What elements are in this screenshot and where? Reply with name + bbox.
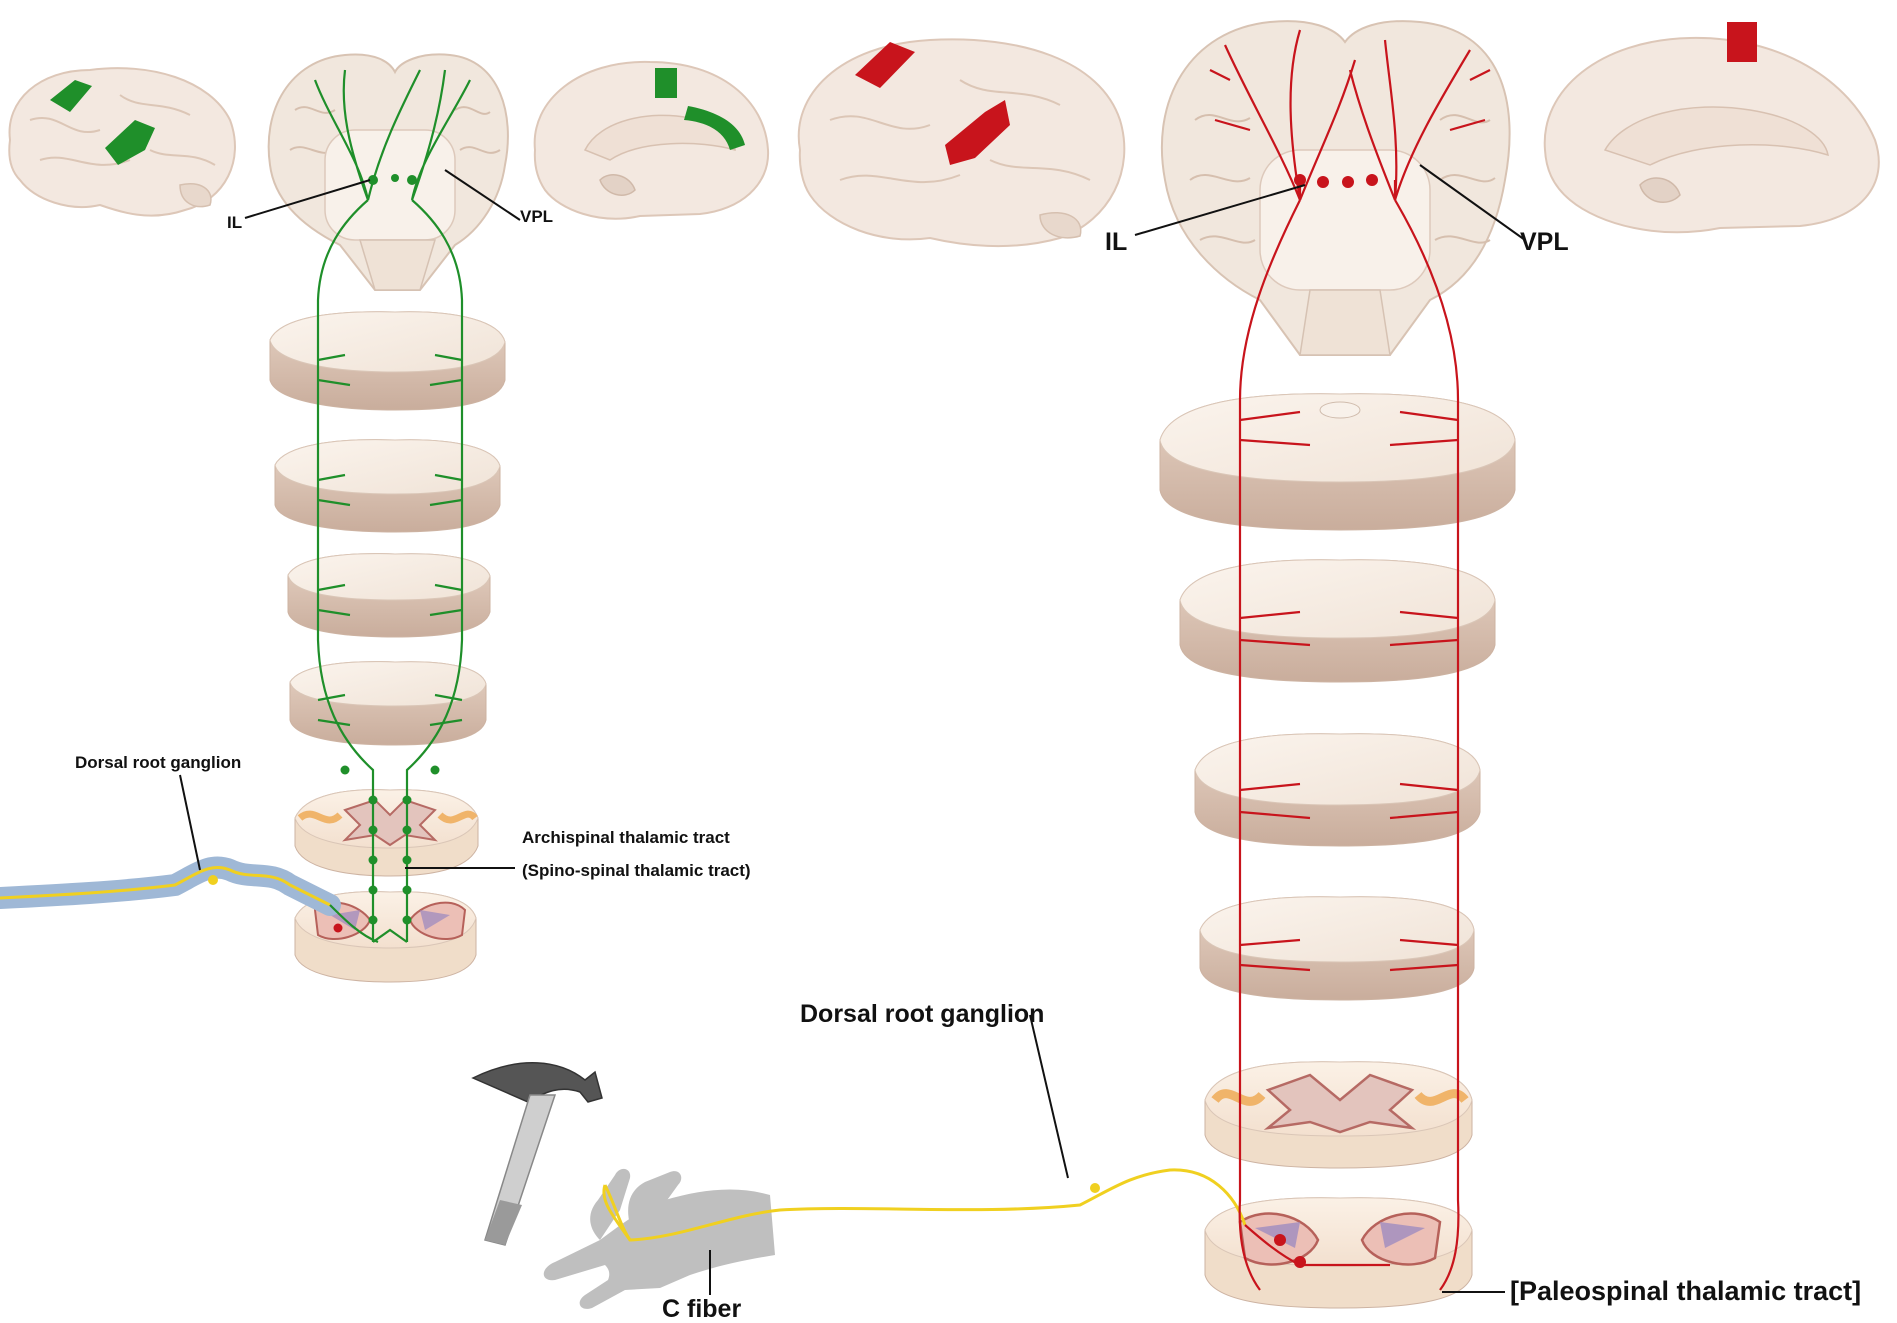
left-label-archispinal-tract: Archispinal thalamic tract <box>522 828 730 847</box>
right-label-vpl: VPL <box>1520 228 1569 256</box>
brain-medial-icon <box>535 62 768 219</box>
brainstem-slab-1 <box>1160 394 1515 530</box>
spinal-cord-section-icon <box>295 790 478 876</box>
brainstem-slab-2 <box>1180 560 1495 682</box>
left-label-spino-spinal-tract: (Spino-spinal thalamic tract) <box>522 861 751 880</box>
left-label-dorsal-root-ganglion: Dorsal root ganglion <box>75 753 241 772</box>
left-label-il: IL <box>227 213 242 232</box>
brain-coronal-icon <box>269 54 508 290</box>
brain-medial-icon <box>1545 22 1879 232</box>
dorsal-root-ganglion-cell <box>1090 1183 1100 1193</box>
right-label-dorsal-root-ganglion: Dorsal root ganglion <box>800 1000 1044 1028</box>
nerve-root <box>0 868 330 905</box>
spinal-cord-section-icon <box>1205 1198 1472 1308</box>
brainstem-slab-3 <box>1195 734 1480 846</box>
right-label-paleospinal-tract: [Paleospinal thalamic tract] <box>1510 1276 1861 1306</box>
hammer-icon <box>473 1063 602 1245</box>
brain-lateral-icon <box>9 68 235 215</box>
left-panel-archispinal: IL VPL Dorsal root ganglion Archispinal … <box>0 54 768 982</box>
right-label-c-fiber: C fiber <box>662 1295 741 1323</box>
brain-lateral-icon <box>799 39 1125 246</box>
hand-icon <box>544 1169 775 1309</box>
spinal-cord-section-icon <box>1205 1062 1472 1168</box>
left-label-vpl: VPL <box>520 207 553 226</box>
brainstem-slab-2 <box>275 440 500 532</box>
brainstem-slab-1 <box>270 312 505 410</box>
right-label-il: IL <box>1105 228 1127 256</box>
brainstem-slab-4 <box>290 662 486 745</box>
right-panel-paleospinal: IL VPL Dorsal root ganglion C fiber [Pal… <box>473 21 1879 1323</box>
